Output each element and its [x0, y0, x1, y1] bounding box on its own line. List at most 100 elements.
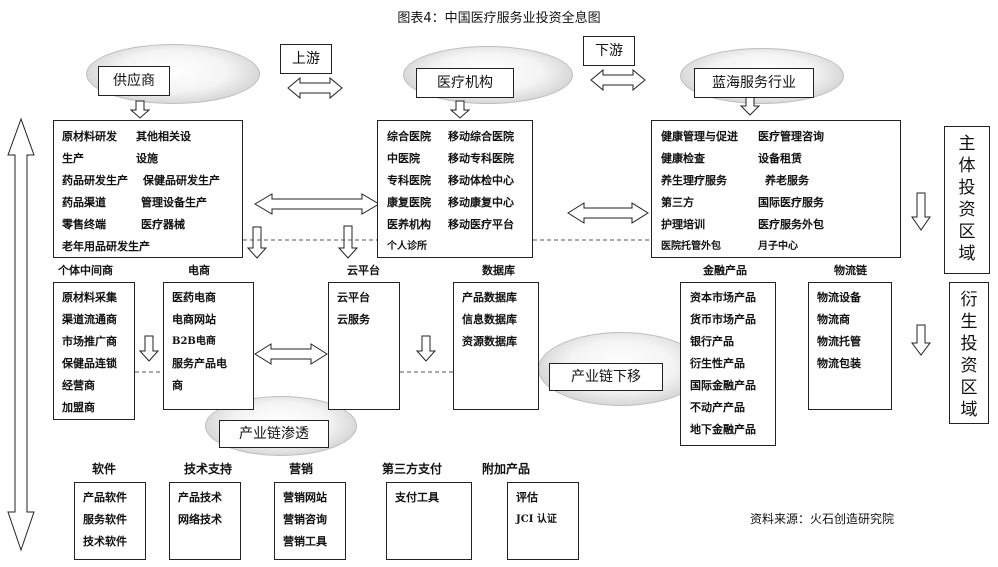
intermediary-list: 原材料采集 渠道流通商 市场推广商 保健品连锁 经营商 加盟商	[62, 287, 117, 419]
intermediary-item: 加盟商	[62, 401, 95, 414]
ecommerce-item: B2B电商	[172, 336, 216, 347]
bottom-group-label: 营销	[289, 462, 314, 476]
chart-title: 图表4：中国医疗服务业投资全息图	[397, 11, 601, 26]
blue-item: 设备租赁	[758, 152, 802, 165]
finance-item: 货币市场产品	[690, 313, 756, 326]
supplier-down-arrow	[129, 100, 151, 119]
finance-item: 国际金融产品	[690, 379, 756, 392]
blue-item: 医疗服务外包	[758, 218, 824, 231]
down-arrow-3	[138, 335, 160, 362]
logistics-caption: 物流链	[834, 264, 867, 277]
cloud-list: 云平台 云服务	[337, 287, 370, 331]
industry-penetration-label: 产业链渗透	[219, 420, 329, 448]
medical-item: 移动体检中心	[448, 174, 514, 187]
database-item: 信息数据库	[462, 313, 517, 326]
ecommerce-list: 医药电商 电商网站 B2B电商 服务产品电 商	[172, 287, 227, 397]
finance-item: 衍生性产品	[690, 357, 745, 370]
medical-box	[377, 120, 533, 258]
payment-box	[386, 482, 472, 560]
upstream-label: 上游	[280, 44, 332, 74]
bottom-group-label: 附加产品	[482, 462, 531, 476]
ecommerce-caption: 电商	[188, 264, 210, 277]
finance-item: 地下金融产品	[690, 423, 756, 436]
logistics-item: 物流托管	[817, 335, 861, 348]
database-caption: 数据库	[482, 264, 515, 277]
database-box	[453, 282, 539, 410]
marketing-list: 营销网站 营销咨询 营销工具	[283, 487, 327, 553]
finance-item: 不动产产品	[690, 401, 745, 414]
software-box	[74, 482, 146, 560]
supplier-item: 保健品研发生产	[143, 174, 220, 187]
down-arrow-4	[415, 335, 437, 362]
logistics-item: 物流商	[817, 313, 850, 326]
blue-item: 健康检查	[661, 152, 705, 165]
database-item: 产品数据库	[462, 291, 517, 304]
database-list: 产品数据库 信息数据库 资源数据库	[462, 287, 517, 353]
subject-down-arrow	[911, 192, 931, 231]
addon-item: 评估	[516, 491, 538, 504]
marketing-item: 营销咨询	[283, 513, 327, 526]
medical-item: 中医院	[387, 152, 420, 165]
medical-item: 专科医院	[387, 174, 431, 187]
supplier-item: 药品研发生产	[62, 174, 128, 187]
marketing-box	[274, 482, 346, 560]
supplier-item: 零售终端	[62, 218, 106, 231]
tech-support-list: 产品技术 网络技术	[178, 487, 222, 531]
medical-item: 康复医院	[387, 196, 431, 209]
supplier-item: 设施	[136, 152, 158, 165]
supplier-medical-arrow	[254, 193, 380, 215]
addon-list: 评估 JCI 认证	[516, 487, 557, 531]
vertical-double-arrow	[7, 117, 35, 552]
blue-item: 医院托管外包	[661, 241, 721, 252]
medical-header: 医疗机构	[416, 68, 514, 98]
software-item: 服务软件	[83, 513, 127, 526]
medical-blue-arrow	[567, 202, 649, 224]
medical-item: 移动康复中心	[448, 196, 514, 209]
bottom-group-label: 软件	[92, 462, 117, 476]
cloud-item: 云服务	[337, 313, 370, 326]
ecommerce-item: 服务产品电	[172, 357, 227, 370]
finance-caption: 金融产品	[703, 264, 747, 277]
source-note: 资料来源：火石创造研究院	[750, 512, 895, 526]
ecommerce-item: 电商网站	[172, 313, 216, 326]
medical-down-arrow	[449, 100, 471, 119]
supplier-header: 供应商	[98, 66, 170, 96]
medical-item: 个人诊所	[387, 241, 427, 252]
tech-support-box	[169, 482, 241, 560]
database-item: 资源数据库	[462, 335, 517, 348]
intermediary-item: 原材料采集	[62, 291, 117, 304]
medical-item: 移动综合医院	[448, 130, 514, 143]
finance-item: 银行产品	[690, 335, 734, 348]
finance-box	[680, 282, 776, 446]
logistics-list: 物流设备 物流商 物流托管 物流包装	[817, 287, 861, 375]
blue-item: 国际医疗服务	[758, 196, 824, 209]
blue-item: 健康管理与促进	[661, 130, 738, 143]
supplier-box	[53, 120, 243, 258]
downstream-arrow	[590, 68, 646, 92]
supplier-item: 管理设备生产	[141, 196, 207, 209]
logistics-box	[808, 282, 892, 410]
subject-zone-label: 主体投资区域	[958, 134, 976, 264]
marketing-item: 营销网站	[283, 491, 327, 504]
subject-zone-box: 主体投资区域	[944, 126, 990, 274]
payment-list: 支付工具	[395, 487, 439, 509]
derived-zone-box: 衍生投资区域	[949, 282, 989, 424]
medical-item: 综合医院	[387, 130, 431, 143]
supplier-item: 老年用品研发生产	[62, 240, 150, 253]
intermediary-box	[53, 282, 135, 420]
supplier-item: 药品渠道	[62, 196, 106, 209]
marketing-item: 营销工具	[283, 535, 327, 548]
cloud-box	[328, 282, 400, 410]
intermediary-item: 渠道流通商	[62, 313, 117, 326]
tech-support-item: 网络技术	[178, 513, 222, 526]
intermediary-item: 经营商	[62, 379, 95, 392]
blue-item: 第三方	[661, 196, 694, 209]
blue-item: 月子中心	[758, 241, 798, 252]
supplier-item: 医疗器械	[141, 218, 185, 231]
addon-box	[507, 482, 579, 560]
blue-ocean-box	[651, 120, 901, 258]
cloud-item: 云平台	[337, 291, 370, 304]
medical-item: 移动专科医院	[448, 152, 514, 165]
derived-down-arrow	[911, 324, 931, 356]
